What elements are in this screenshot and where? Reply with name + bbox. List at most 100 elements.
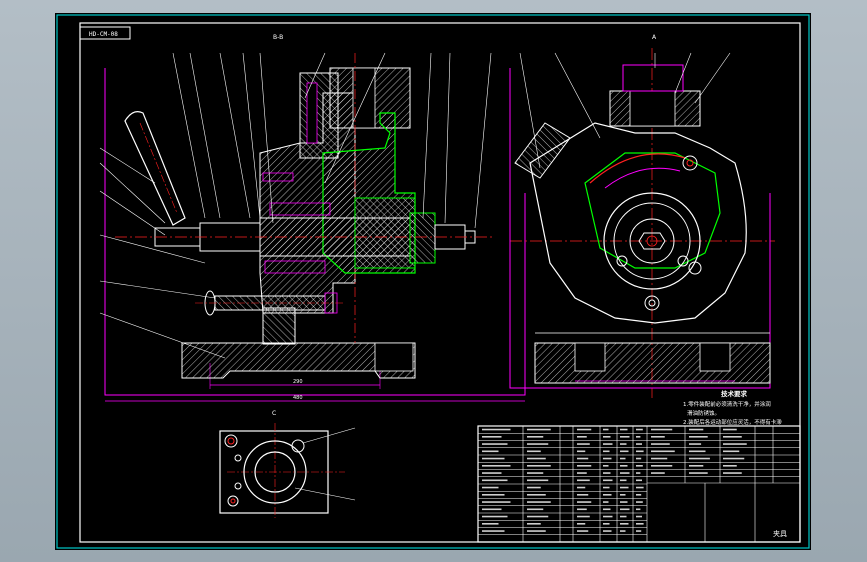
detail-view-c [219,423,356,518]
table-cell-text [577,450,586,453]
table-cell-text [577,515,590,518]
table-cell-text [482,501,511,503]
table-cell-text [527,494,546,496]
table-cell-text [482,494,505,496]
table-cell-text [527,508,544,511]
table-cell-text [651,457,668,460]
table-cell-text [577,465,592,467]
table-cell-text [636,501,643,503]
table-cell-text [620,494,626,496]
table-cell-text [620,486,629,489]
table-cell-text [482,465,511,467]
table-cell-text [482,479,508,482]
table-cell-text [620,472,630,474]
table-cell-text [527,428,551,431]
view-label-a: A [652,34,657,41]
table-cell-text [527,457,546,460]
table-cell-text [620,508,630,511]
table-cell-text [636,443,642,445]
table-cell-text [577,530,589,532]
section-label-bb: B-B [273,34,283,41]
table-cell-text [577,486,586,489]
table-cell-text [482,486,499,489]
table-cell-text [603,479,613,482]
table-cell-text [603,436,611,438]
table-cell-text [603,508,611,511]
table-cell-text [527,501,551,503]
table-cell-text [689,436,708,438]
table-cell-text [482,436,502,438]
table-cell-text [636,523,644,525]
table-cell-text [603,530,612,532]
table-cell-text [482,443,508,445]
table-cell-text [689,443,702,445]
notes-line-1: 1.零件装配前必须清洗干净，并涂润 [683,400,771,408]
table-cell-text [636,465,643,467]
table-cell-text [689,465,704,467]
table-cell-text [603,472,611,474]
table-cell-text [636,515,642,518]
table-cell-text [482,472,502,474]
dim-base-inner: 290 [293,379,303,385]
table-cell-text [723,428,737,431]
drawing-frame [79,22,801,543]
table-cell-text [527,450,541,453]
table-cell-text [636,472,641,474]
table-cell-text [689,457,710,460]
table-cell-text [527,523,541,525]
table-cell-text [620,515,627,518]
table-cell-text [482,523,499,525]
table-cell-text [603,450,610,453]
notes-line-2: 滑油防锈蚀。 [687,409,720,417]
table-cell-text [636,479,642,482]
table-cell-text [527,486,541,489]
table-cell-text [603,443,613,445]
table-cell-text [482,515,508,518]
table-cell-text [577,457,589,460]
table-cell-text [723,450,740,453]
sheet-border [56,14,810,549]
table-cell-text [620,457,626,460]
table-cell-text [636,494,642,496]
notes-line-3: 2.装配后各运动部位应灵活，不得有卡滞 [683,418,782,426]
table-cell-text [620,479,627,482]
table-cell-text [620,530,626,532]
table-cell-text [527,530,546,532]
table-cell-text [603,457,612,460]
table-cell-text [651,436,665,438]
table-cell-text [636,428,643,431]
table-cell-text [636,508,641,511]
table-cell-text [689,450,706,453]
table-cell-text [620,443,627,445]
notes-title: 技术要求 [721,389,748,398]
table-cell-text [527,465,551,467]
table-cell-text [620,450,629,453]
table-cell-text [482,508,502,511]
table-cell-text [527,479,549,482]
table-cell-text [603,515,613,518]
table-cell-text [577,436,587,438]
table-cell-text [527,436,544,438]
table-cell-text [723,457,745,460]
table-cell-text [482,428,511,431]
table-cell-text [651,472,665,474]
table-cell-text [527,443,549,445]
parts-list-table: 夹具 [477,425,801,543]
table-cell-text [620,428,628,431]
table-cell-text [620,501,628,503]
table-cell-text [689,428,704,431]
table-cell-text [527,515,549,518]
table-cell-text [636,450,644,453]
table-cell-text [620,465,628,467]
end-view-a [509,48,775,398]
table-cell-text [636,530,642,532]
table-cell-text [577,523,586,525]
table-cell-text [723,472,742,474]
drawing-sheet[interactable]: HD-CM-08 B-B A C 290 480 [55,13,811,550]
table-cell-text [723,465,737,467]
table-cell-text [603,486,610,489]
table-cell-text [636,457,642,460]
table-cell-text [620,436,630,438]
table-cell-text [603,523,610,525]
